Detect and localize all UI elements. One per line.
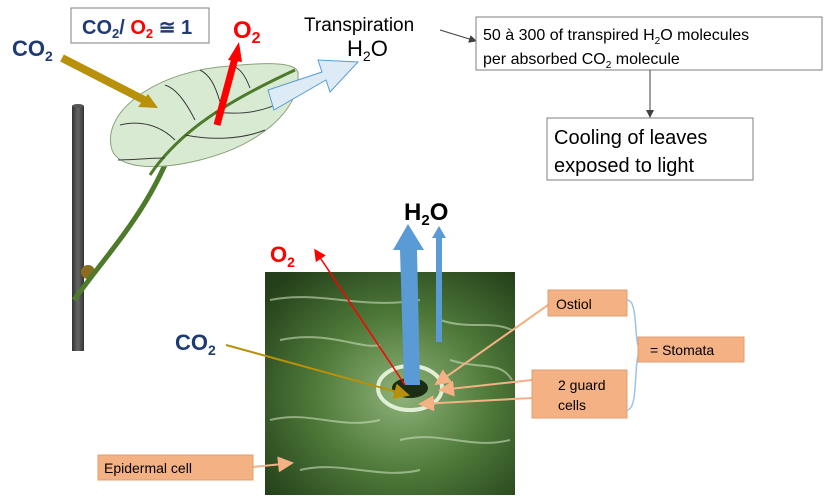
- co2-label: CO2: [12, 36, 53, 64]
- ratio-note-line1: 50 à 300 of transpired H2O molecules: [483, 27, 749, 47]
- guard-cell-arrow: [438, 379, 533, 397]
- ratio-note-line2: per absorbed CO2 molecule: [483, 51, 680, 71]
- ostiol-label-box: [547, 289, 628, 317]
- co2-o2-ratio-box: CO2/ O2 ≅ 1: [70, 7, 210, 44]
- ratio-sub: 2: [146, 26, 153, 41]
- cooling-line2: exposed to light: [554, 155, 695, 177]
- h2o-label: H2O: [347, 36, 388, 64]
- guard-cells-line2: cells: [558, 397, 586, 413]
- ratio-value: ≅ 1: [153, 17, 192, 39]
- co2-stoma-arrow: [225, 344, 410, 400]
- co2-in-arrow: [60, 54, 150, 106]
- stomata-micrograph: [265, 272, 515, 495]
- o2-stoma-arrow: [314, 248, 406, 386]
- o2-out-arrow: [213, 57, 239, 126]
- connector-arrow: [439, 29, 477, 43]
- stoma-h2o-label: H2O: [404, 199, 448, 229]
- leaf: [110, 63, 299, 176]
- cooling-box: [546, 117, 754, 181]
- ratio-sub: 2: [112, 26, 119, 41]
- guard-cell-arrow: [418, 395, 533, 412]
- stoma-co2-label: CO2: [175, 330, 216, 358]
- stoma-o2-label: O2: [270, 242, 295, 270]
- transpiration-arrow: [267, 59, 360, 111]
- epidermal-arrow: [252, 456, 294, 473]
- transpiration-label: Transpiration: [304, 15, 414, 36]
- ostiol-arrow: [434, 304, 549, 386]
- svg-text:CO2/ O2 ≅ 1: CO2/ O2 ≅ 1: [82, 17, 192, 41]
- ratio-note-box: [475, 16, 823, 71]
- guard-cells-line1: 2 guard: [558, 377, 605, 393]
- epidermal-label-box: [97, 454, 254, 481]
- stomata-label-box: [637, 336, 745, 363]
- o2-label: O2: [233, 17, 261, 47]
- cooling-line1: Cooling of leaves: [554, 127, 707, 149]
- guard-cells-label-box: [531, 369, 628, 419]
- h2o-big-arrow: [393, 224, 424, 385]
- ratio-o: O: [130, 17, 146, 39]
- ratio-co: CO: [82, 17, 112, 39]
- plant-pole: [72, 106, 84, 351]
- h2o-small-arrow: [432, 226, 446, 342]
- epidermal-label: Epidermal cell: [104, 460, 192, 476]
- ratio-slash: /: [119, 17, 130, 39]
- ostiol-label: Ostiol: [556, 296, 592, 312]
- stomata-label: = Stomata: [650, 342, 714, 358]
